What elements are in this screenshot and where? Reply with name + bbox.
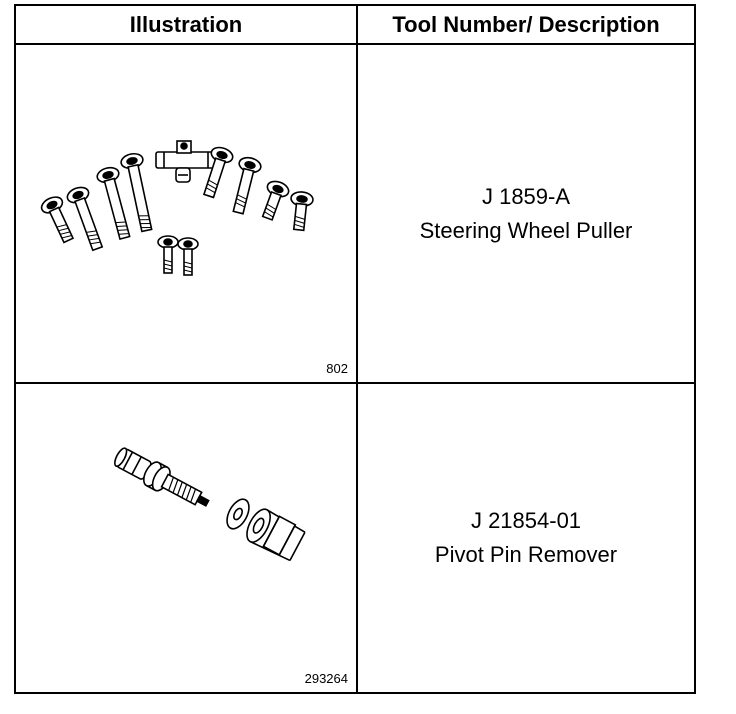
illustration-cell: 802 xyxy=(16,45,356,382)
tool-number: J 21854-01 xyxy=(470,508,582,533)
column-divider xyxy=(356,6,358,692)
steering-wheel-puller-icon xyxy=(40,140,314,276)
tool-description-cell: J 21854-01 Pivot Pin Remover xyxy=(358,384,694,692)
tool-description: Pivot Pin Remover xyxy=(434,542,618,567)
illustration-cell: 293264 xyxy=(16,384,356,692)
header-illustration: Illustration xyxy=(129,11,243,37)
figure-number: 293264 xyxy=(304,671,348,686)
figure-number: 802 xyxy=(326,361,348,376)
special-tools-table: Illustration Tool Number/ Description xyxy=(14,4,696,694)
tool-description-cell: J 1859-A Steering Wheel Puller xyxy=(358,45,694,382)
table-header-row: Illustration Tool Number/ Description xyxy=(16,6,694,45)
tool-number: J 1859-A xyxy=(481,183,571,209)
table-row: 293264 J 21854-01 Pivot Pin Remover xyxy=(16,384,694,692)
tool-description: Steering Wheel Puller xyxy=(419,217,633,243)
table-row: 802 J 1859-A Steering Wheel Puller xyxy=(16,45,694,384)
header-tool-description: Tool Number/ Description xyxy=(392,11,660,37)
pivot-pin-remover-icon xyxy=(114,447,306,562)
